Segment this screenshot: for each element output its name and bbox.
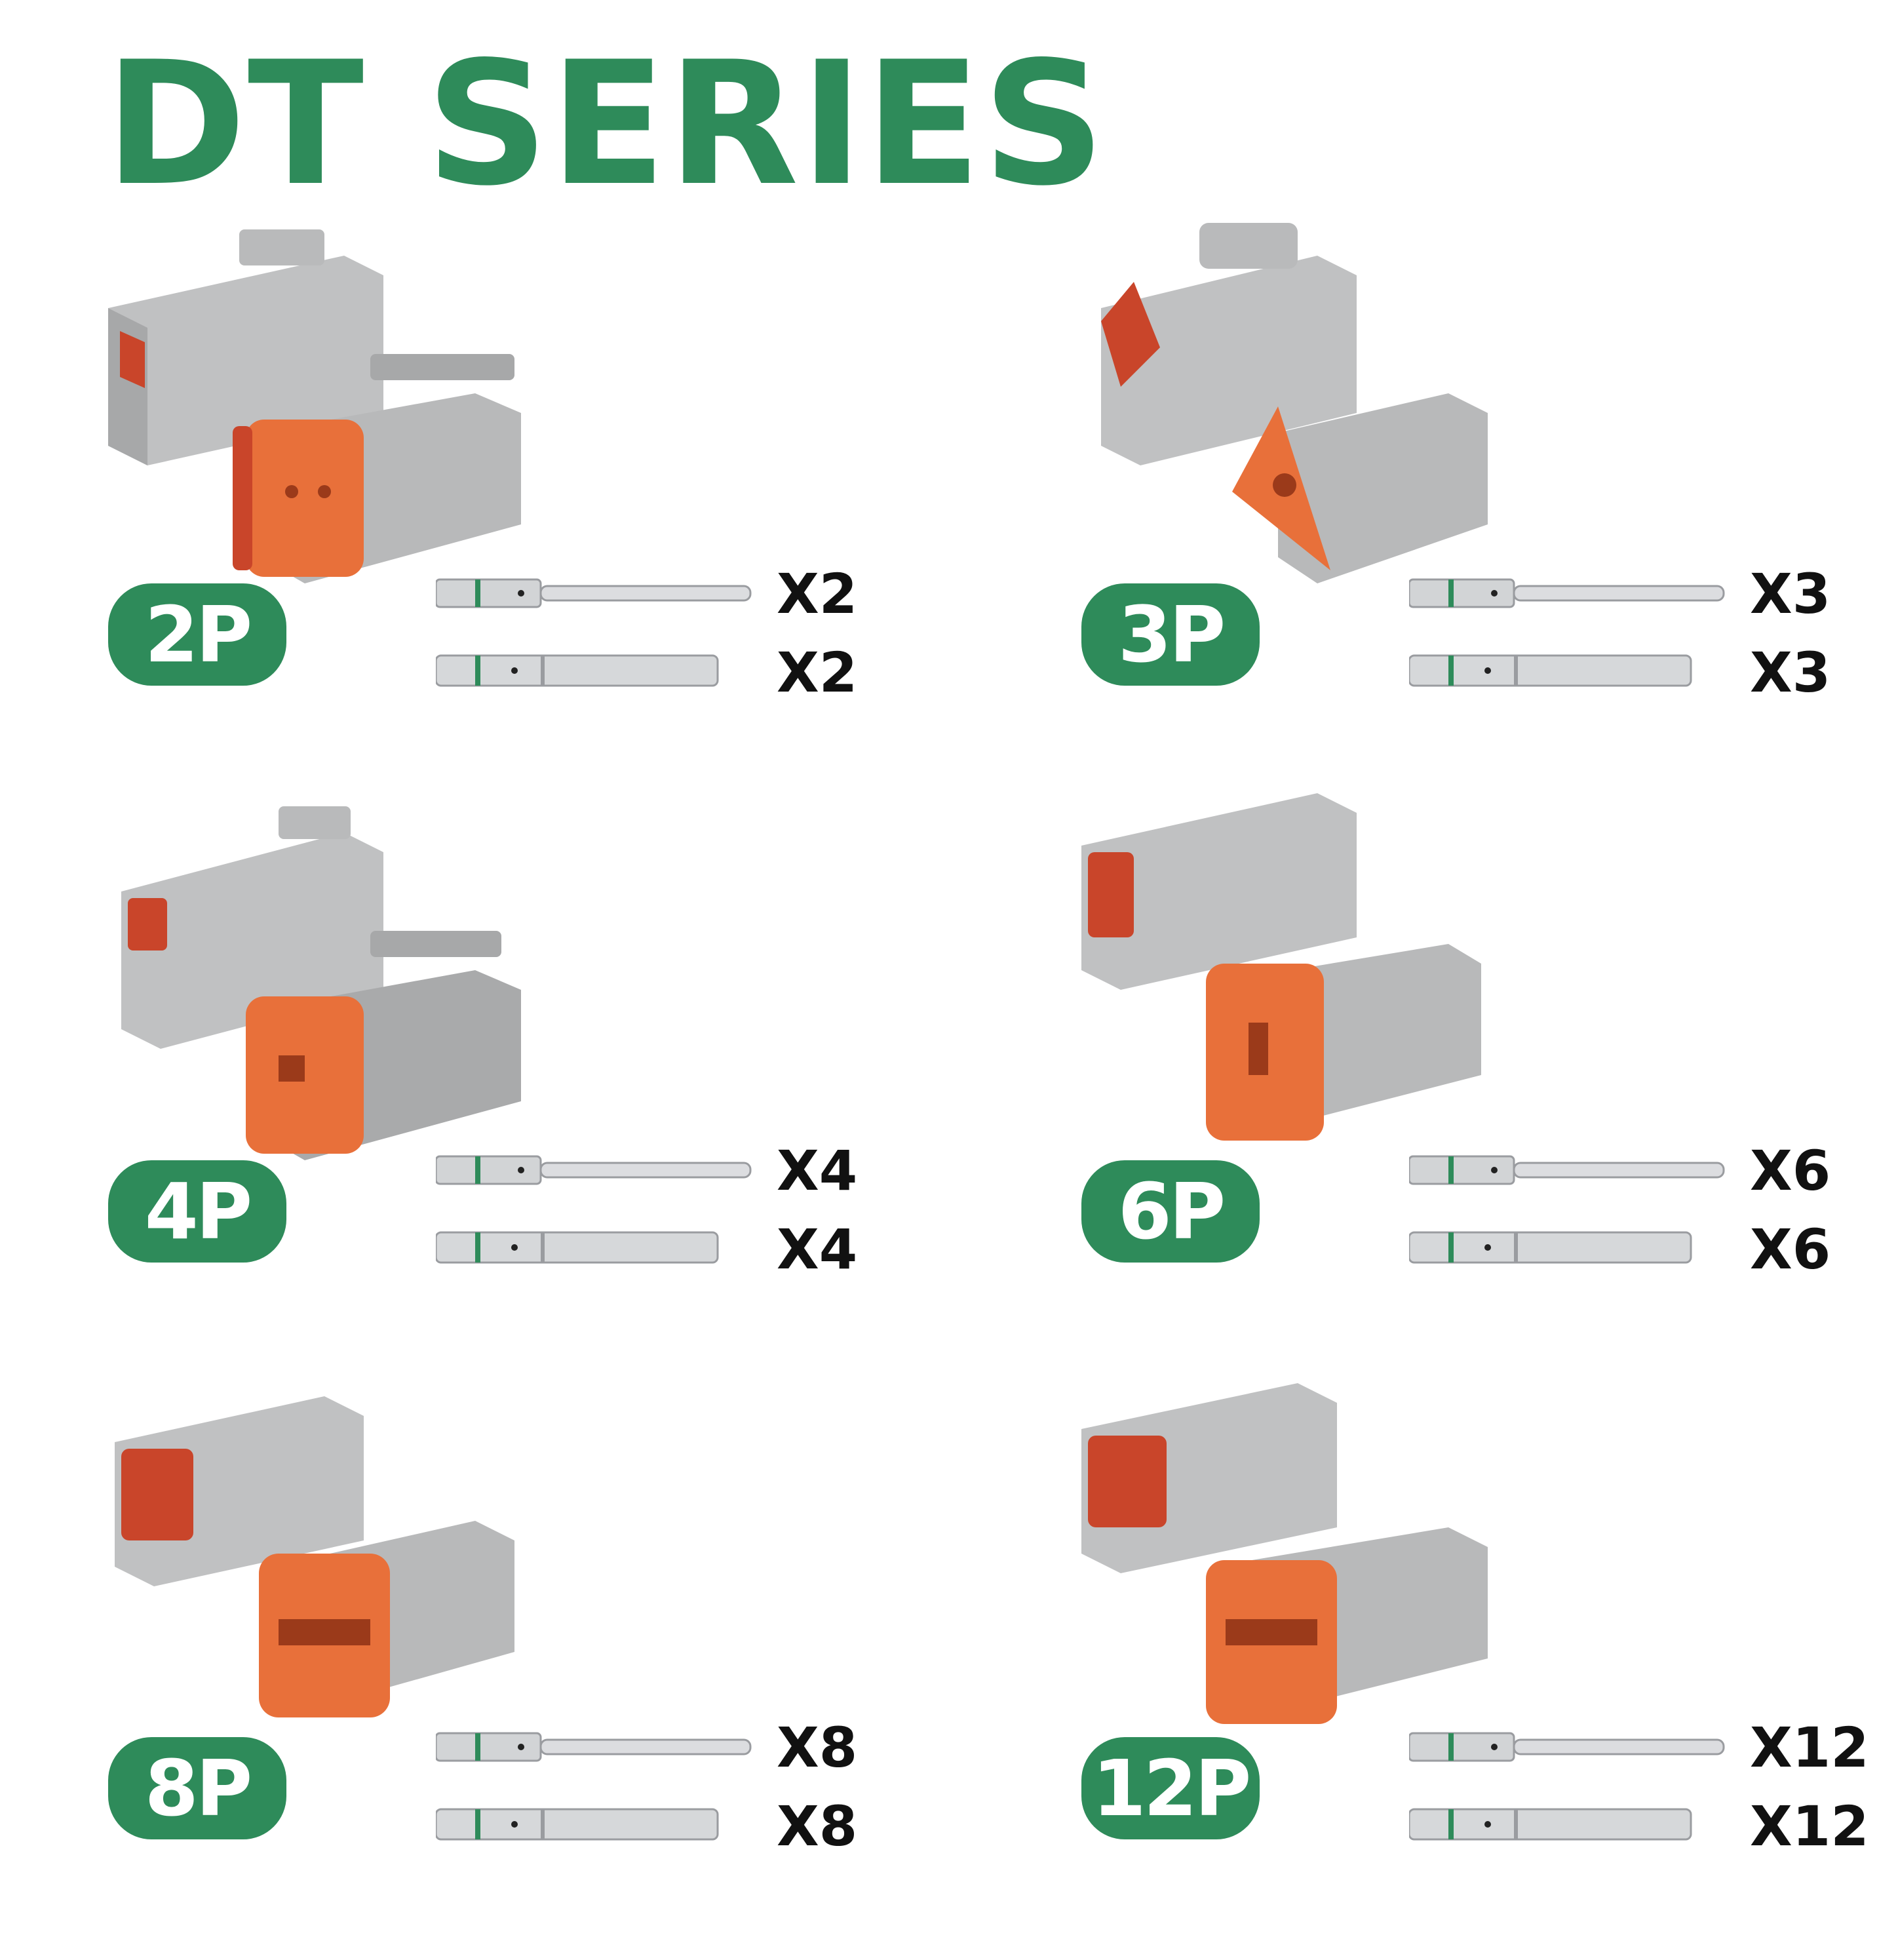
female-housing [1206, 1527, 1488, 1724]
connector-pair-image [121, 806, 521, 1160]
male-pin-icon [436, 1732, 752, 1762]
connector-pair-image [1081, 1383, 1488, 1724]
pin-count-badge: 3P [1081, 583, 1260, 686]
connector-pair-image [115, 1396, 514, 1717]
male-housing [1101, 223, 1357, 465]
male-pin-quantity: X6 [1750, 1139, 1831, 1203]
pin-count-badge: 8P [108, 1737, 286, 1839]
male-pin-quantity: X4 [777, 1139, 858, 1203]
female-pin-icon [1409, 654, 1692, 687]
male-pin-quantity: X3 [1750, 562, 1831, 626]
female-pin-icon [436, 654, 719, 687]
female-pin-icon [436, 1231, 719, 1264]
female-pin-quantity: X8 [777, 1794, 858, 1858]
product-6p: 6P X6 X6 [1081, 793, 1898, 1383]
product-4p: 4P X4 X4 [108, 793, 1039, 1383]
product-3p: 3P X3 X3 [1081, 216, 1898, 806]
male-housing [121, 806, 383, 1049]
female-pin-quantity: X3 [1750, 640, 1831, 705]
female-pin-quantity: X4 [777, 1217, 858, 1282]
product-12p: 12P X12 X12 [1081, 1370, 1898, 1960]
male-pin-quantity: X12 [1750, 1715, 1869, 1780]
male-housing [1081, 1383, 1337, 1573]
product-8p: 8P X8 X8 [108, 1370, 1039, 1960]
pin-count-badge: 12P [1081, 1737, 1260, 1839]
female-housing [1232, 393, 1488, 583]
male-pin-icon [1409, 1732, 1725, 1762]
female-pin-icon [1409, 1231, 1692, 1264]
female-pin-quantity: X2 [777, 640, 858, 705]
female-housing [259, 1521, 514, 1717]
female-housing [1206, 944, 1481, 1141]
male-pin-icon [436, 1155, 752, 1185]
male-pin-quantity: X2 [777, 562, 858, 626]
connector-pair-image [1101, 223, 1488, 583]
connector-pair-image [108, 229, 521, 583]
female-pin-icon [436, 1808, 719, 1841]
product-2p: 2P X2 X2 [108, 216, 1039, 806]
male-pin-icon [1409, 1155, 1725, 1185]
female-pin-quantity: X6 [1750, 1217, 1831, 1282]
male-pin-icon [1409, 578, 1725, 608]
female-housing [233, 354, 521, 583]
male-housing [108, 229, 383, 465]
connector-pair-image [1081, 793, 1481, 1141]
page-title: DT SERIES [105, 26, 1107, 224]
pin-count-badge: 4P [108, 1160, 286, 1263]
pin-count-badge: 6P [1081, 1160, 1260, 1263]
male-pin-quantity: X8 [777, 1715, 858, 1780]
female-housing [246, 931, 521, 1160]
female-pin-icon [1409, 1808, 1692, 1841]
male-pin-icon [436, 578, 752, 608]
male-housing [1081, 793, 1357, 990]
female-pin-quantity: X12 [1750, 1794, 1869, 1858]
male-housing [115, 1396, 364, 1586]
pin-count-badge: 2P [108, 583, 286, 686]
